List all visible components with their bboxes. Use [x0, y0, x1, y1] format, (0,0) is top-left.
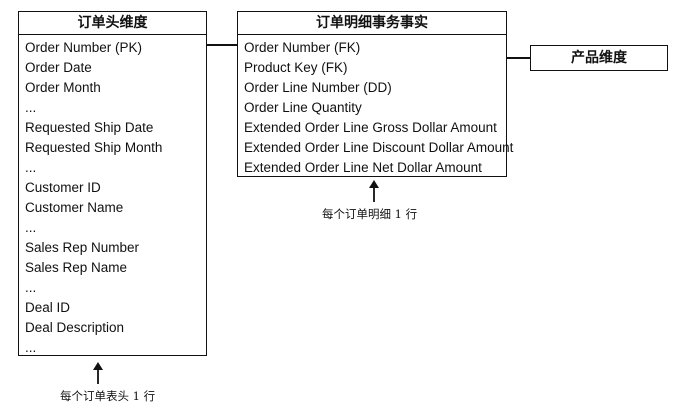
fact-grain-arrow-icon — [369, 180, 379, 202]
field-product-key-fk: Product Key (FK) — [244, 60, 348, 75]
order-header-field-list: Order Number (PK) Order Date Order Month… — [19, 35, 206, 358]
connector-header-to-fact — [207, 44, 237, 46]
order-header-dimension-table: 订单头维度 Order Number (PK) Order Date Order… — [18, 11, 207, 356]
field-deal-id: Deal ID — [25, 300, 71, 315]
order-header-dimension-title: 订单头维度 — [19, 12, 206, 35]
field-order-date: Order Date — [25, 60, 92, 75]
connector-fact-to-product — [507, 57, 530, 59]
field-order-number-pk: Order Number (PK) — [25, 40, 143, 55]
field-discount-dollar-amount: Extended Order Line Discount Dollar Amou… — [244, 140, 514, 155]
header-grain-arrow-icon — [93, 362, 103, 384]
product-dimension-table: 产品维度 — [530, 45, 668, 71]
order-line-fact-title: 订单明细事务事实 — [238, 12, 506, 35]
field-requested-ship-date: Requested Ship Date — [25, 120, 154, 135]
field-ellipsis: ... — [25, 280, 37, 295]
field-order-line-quantity: Order Line Quantity — [244, 100, 362, 115]
field-order-line-number-dd: Order Line Number (DD) — [244, 80, 392, 95]
field-ellipsis: ... — [25, 340, 37, 355]
field-ellipsis: ... — [25, 160, 37, 175]
order-line-fact-table: 订单明细事务事实 Order Number (FK) Product Key (… — [237, 11, 514, 178]
field-order-month: Order Month — [25, 80, 101, 95]
field-ellipsis: ... — [25, 100, 37, 115]
header-grain-note: 每个订单表头 1 行 — [60, 389, 156, 403]
field-order-number-fk: Order Number (FK) — [244, 40, 361, 55]
field-sales-rep-name: Sales Rep Name — [25, 260, 128, 275]
field-net-dollar-amount: Extended Order Line Net Dollar Amount — [244, 160, 482, 175]
order-line-field-list: Order Number (FK) Product Key (FK) Order… — [238, 35, 514, 178]
fact-grain-note: 每个订单明细 1 行 — [322, 207, 418, 221]
field-customer-name: Customer Name — [25, 200, 124, 215]
field-deal-description: Deal Description — [25, 320, 125, 335]
product-dimension-title: 产品维度 — [571, 50, 627, 66]
field-requested-ship-month: Requested Ship Month — [25, 140, 163, 155]
field-gross-dollar-amount: Extended Order Line Gross Dollar Amount — [244, 120, 497, 135]
field-sales-rep-number: Sales Rep Number — [25, 240, 140, 255]
field-customer-id: Customer ID — [25, 180, 101, 195]
field-ellipsis: ... — [25, 220, 37, 235]
